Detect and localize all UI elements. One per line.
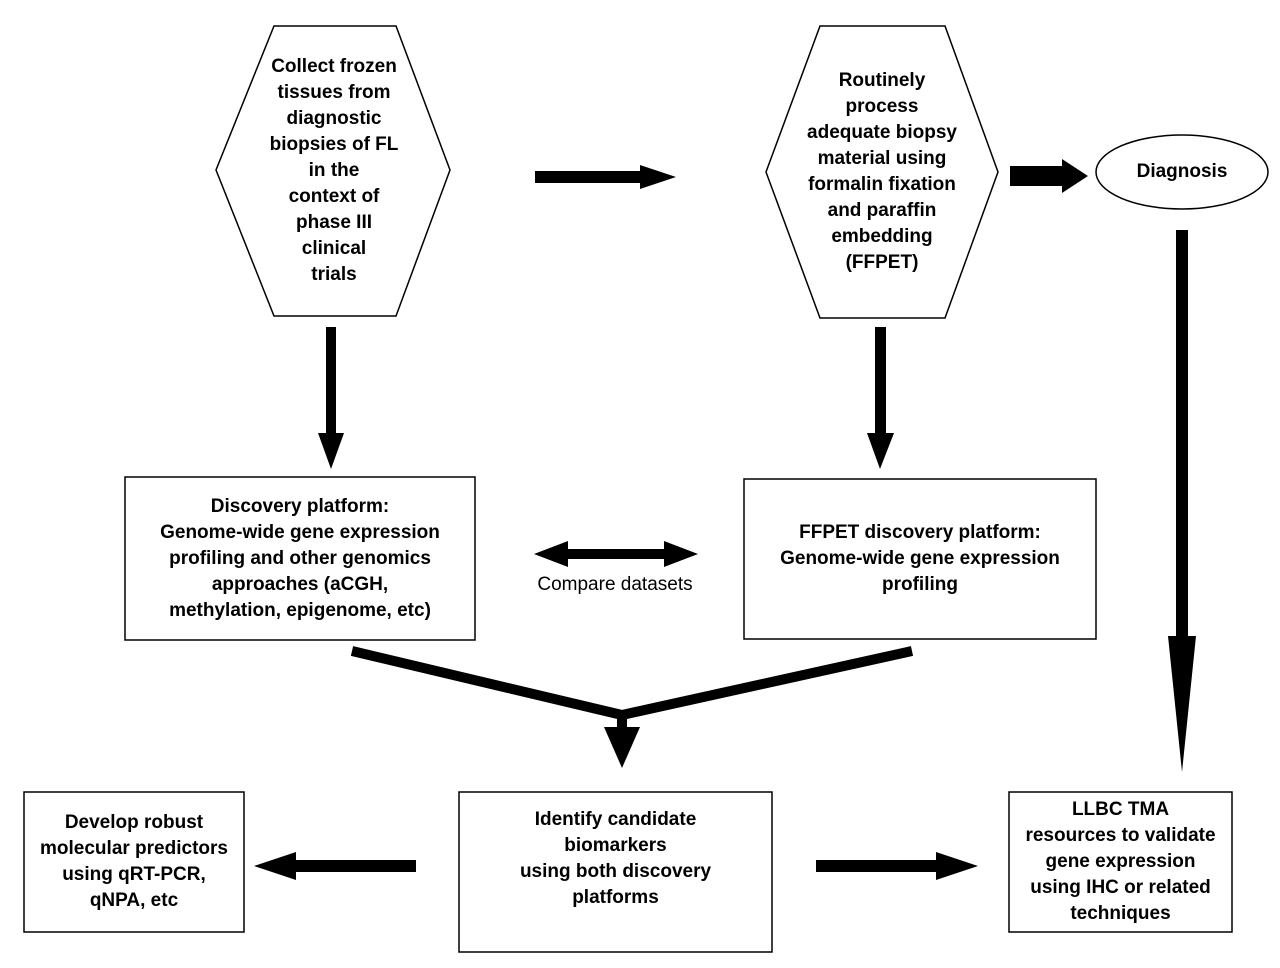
identify-biomarkers-label: Identify candidate biomarkers using both… <box>519 809 712 908</box>
arrow-collect-to-discovery <box>318 327 344 469</box>
llbc-tma-label: LLBC TMA resources to validate gene expr… <box>1025 799 1216 924</box>
routine-process-label: Routinely process adequate biopsy materi… <box>807 70 957 273</box>
develop-predictors-label: Develop robust molecular predictors usin… <box>40 812 228 911</box>
ffpet-platform-label: FFPET discovery platform: Genome-wide ge… <box>780 522 1060 595</box>
collect-tissues-hexagon <box>215 25 451 317</box>
collect-tissues-label: Collect frozen tissues from diagnostic b… <box>269 56 399 285</box>
develop-predictors-box <box>23 791 245 933</box>
merge-line-left <box>350 646 624 720</box>
arrow-compare-datasets <box>534 541 698 567</box>
discovery-platform-label: Discovery platform: Genome-wide gene exp… <box>160 495 440 621</box>
merge-line-right <box>620 646 914 720</box>
routine-process-hexagon <box>765 25 999 319</box>
arrow-identify-to-llbc <box>816 852 978 880</box>
identify-biomarkers-box <box>458 791 773 953</box>
discovery-platform-box <box>124 476 476 641</box>
arrow-process-to-diagnosis <box>1010 159 1088 193</box>
ffpet-platform-box <box>743 478 1097 640</box>
arrow-collect-to-process <box>535 165 676 189</box>
arrow-diagnosis-to-llbc <box>1168 230 1196 772</box>
arrow-process-to-ffpet <box>867 327 894 469</box>
arrow-identify-to-develop <box>254 852 416 880</box>
llbc-tma-box <box>1008 791 1233 933</box>
compare-datasets-label: Compare datasets <box>537 574 693 595</box>
diagnosis-ellipse <box>1095 134 1269 210</box>
diagnosis-label: Diagnosis <box>1136 161 1228 182</box>
arrow-merge-to-identify <box>604 712 640 768</box>
